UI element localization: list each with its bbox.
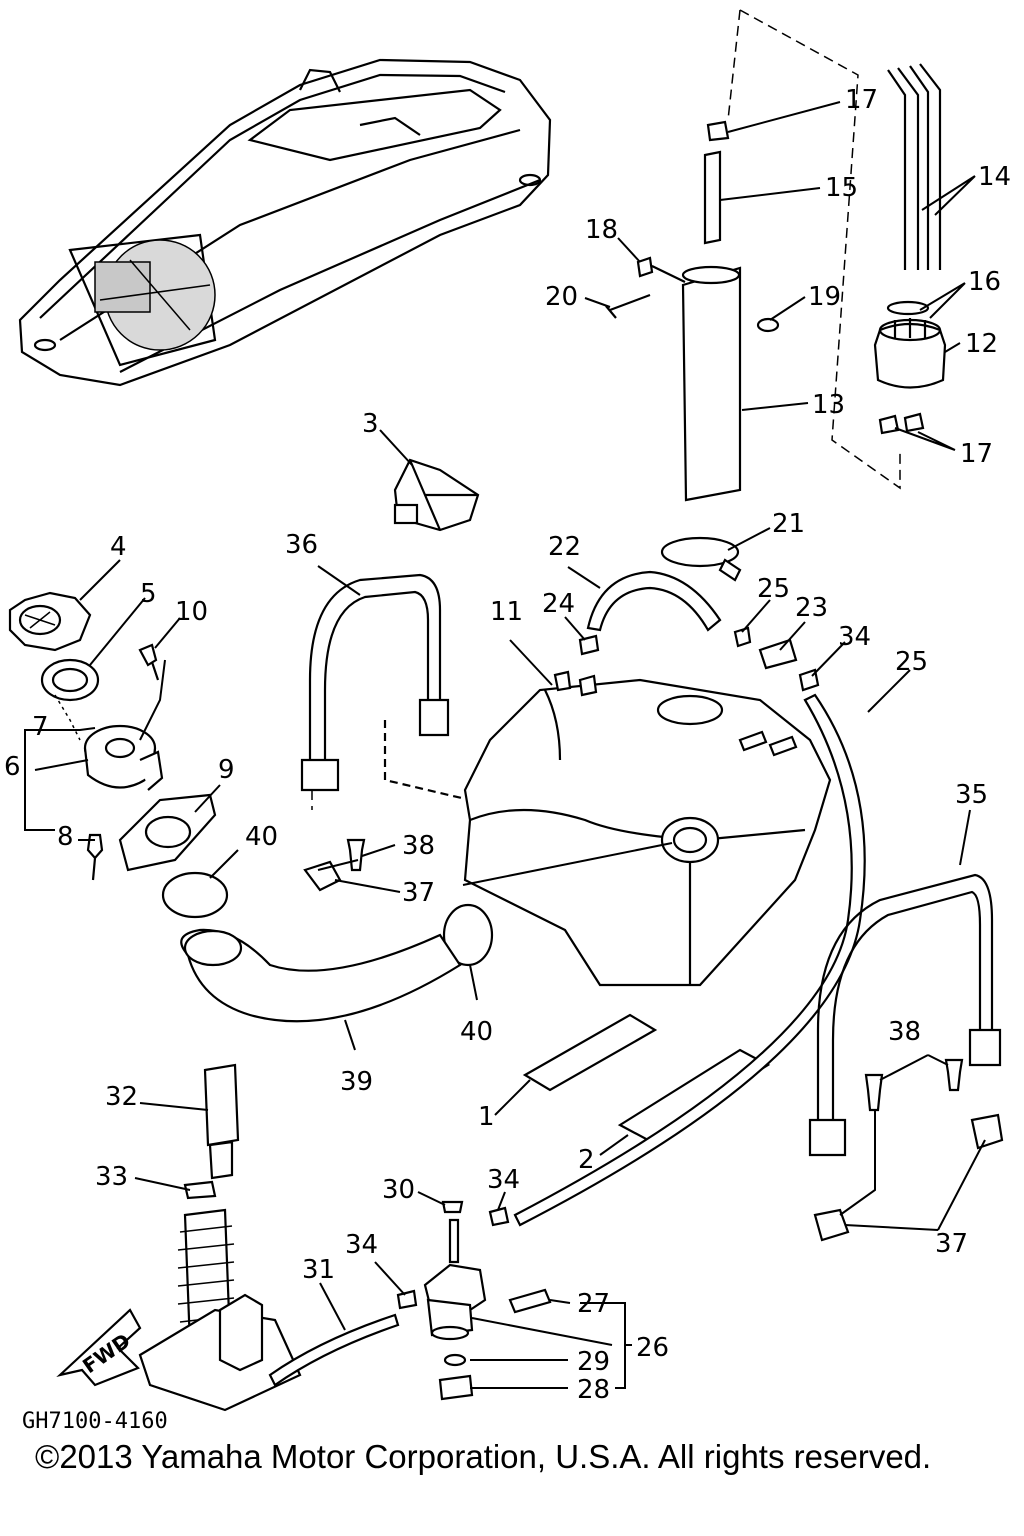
callout-40-right: 40 [460, 1017, 493, 1047]
part-6-filler-neck [83, 724, 164, 791]
watercraft-overview-illustration [18, 58, 552, 387]
part-1-pad [522, 1013, 658, 1092]
callout-28: 27 [577, 1289, 610, 1319]
part-12-fuel-unit [873, 322, 947, 389]
callout-35: 35 [955, 780, 988, 810]
part-37-clip-right-b [813, 1208, 850, 1242]
part-34-clip-left [183, 1180, 217, 1200]
callout-38-left: 38 [402, 831, 435, 861]
callout-3: 3 [362, 409, 379, 439]
callout-32: 31 [302, 1255, 335, 1285]
callout-25: 25 [757, 574, 790, 604]
callout-17-bottom: 17 [960, 439, 993, 469]
callout-9: 9 [218, 755, 235, 785]
callout-12: 12 [965, 329, 998, 359]
callout-33: 32 [105, 1082, 138, 1112]
part-32-hose [268, 1313, 400, 1387]
callout-2: 2 [578, 1145, 595, 1175]
callout-15: 15 [825, 173, 858, 203]
copyright-notice: ©2013 Yamaha Motor Corporation, U.S.A. A… [35, 1438, 931, 1475]
callout-39: 39 [340, 1067, 373, 1097]
part-31-fitting [441, 1200, 464, 1214]
part-20-pin [605, 293, 651, 319]
callout-38-right: 38 [888, 1017, 921, 1047]
callout-13: 13 [812, 390, 845, 420]
callout-1: 1 [478, 1102, 495, 1132]
part-13-pickup-tube [681, 266, 742, 502]
part-28-bracket [508, 1288, 552, 1314]
part-39-filler-hose [180, 928, 462, 1023]
callout-22: 22 [548, 532, 581, 562]
part-37-clip-right-a [970, 1113, 1004, 1150]
part-21-clamp [660, 536, 740, 568]
callout-17-top: 17 [845, 85, 878, 115]
part-8-rivet [86, 833, 104, 881]
callout-10: 10 [175, 597, 208, 627]
callout-31: 30 [382, 1175, 415, 1205]
callout-30: 29 [577, 1347, 610, 1377]
callout-40-left: 40 [245, 822, 278, 852]
part-5-gasket-ring [40, 658, 100, 702]
part-33-sleeve [203, 1063, 240, 1147]
callout-36: 36 [285, 530, 318, 560]
part-40-hose-clamp-left [161, 871, 229, 919]
callout-37-left: 37 [402, 878, 435, 908]
part-14-tubes [887, 63, 942, 270]
part-23-check-valve [758, 638, 798, 670]
part-34-clip-bottom [488, 1206, 510, 1227]
part-29-drain-plug [438, 1374, 474, 1401]
callout-27: 26 [636, 1333, 669, 1363]
callout-18: 18 [585, 215, 618, 245]
part-4-fuel-cap [8, 591, 92, 652]
callout-34-top: 34 [838, 622, 871, 652]
callout-19: 19 [808, 282, 841, 312]
part-38-bolt-right-b [944, 1058, 964, 1092]
part-24-clip [578, 634, 600, 656]
part-10-screw [138, 643, 160, 681]
part-18-bolt [636, 256, 686, 283]
part-34-clip-mid [396, 1289, 418, 1310]
part-38-bolt-right-a [864, 1073, 884, 1112]
callout-34-left: 33 [95, 1162, 128, 1192]
part-19-washer [756, 317, 780, 333]
callout-34-filter: 34 [487, 1165, 520, 1195]
callout-29: 28 [577, 1375, 610, 1405]
callout-21: 21 [772, 509, 805, 539]
callout-16: 16 [968, 267, 1001, 297]
part-2-pad [617, 1048, 771, 1142]
callout-11: 11 [490, 597, 523, 627]
diagram-code: GH7100-4160 [22, 1409, 168, 1434]
callout-6: 6 [4, 752, 21, 782]
part-17-clamp-top [706, 120, 730, 142]
part-11-fuel-tank [463, 678, 832, 987]
part-36-strap [300, 573, 450, 810]
forward-direction-arrow: FWD [56, 1308, 142, 1387]
callout-8: 8 [57, 822, 74, 852]
callout-34-hose: 34 [345, 1230, 378, 1260]
callout-24: 24 [542, 589, 575, 619]
part-27-fuel-filter [423, 1218, 487, 1341]
water-separator-bellows [138, 1208, 302, 1412]
callout-37-right: 37 [935, 1229, 968, 1259]
part-38-bolt-left [346, 838, 366, 872]
part-40-hose-clamp-right [442, 903, 494, 967]
callout-4: 4 [110, 532, 127, 562]
callout-26: 25 [895, 647, 928, 677]
callout-14: 14 [978, 162, 1011, 192]
part-22-vent-hose [586, 570, 722, 632]
callout-5: 5 [140, 579, 157, 609]
part-3-bracket [393, 458, 480, 532]
callout-20: 20 [545, 282, 578, 312]
part-9-gasket [118, 793, 217, 872]
part-15-tube [703, 150, 722, 245]
callout-23: 23 [795, 593, 828, 623]
part-26-fuel-hose [513, 693, 866, 1227]
callout-numbers: 17 15 14 18 20 19 16 12 13 17 3 21 36 22… [4, 85, 1011, 1405]
leader-lines [24, 101, 986, 1389]
part-35-strap [808, 873, 1002, 1157]
callout-7: 7 [32, 712, 49, 742]
part-30-o-ring [443, 1353, 467, 1367]
